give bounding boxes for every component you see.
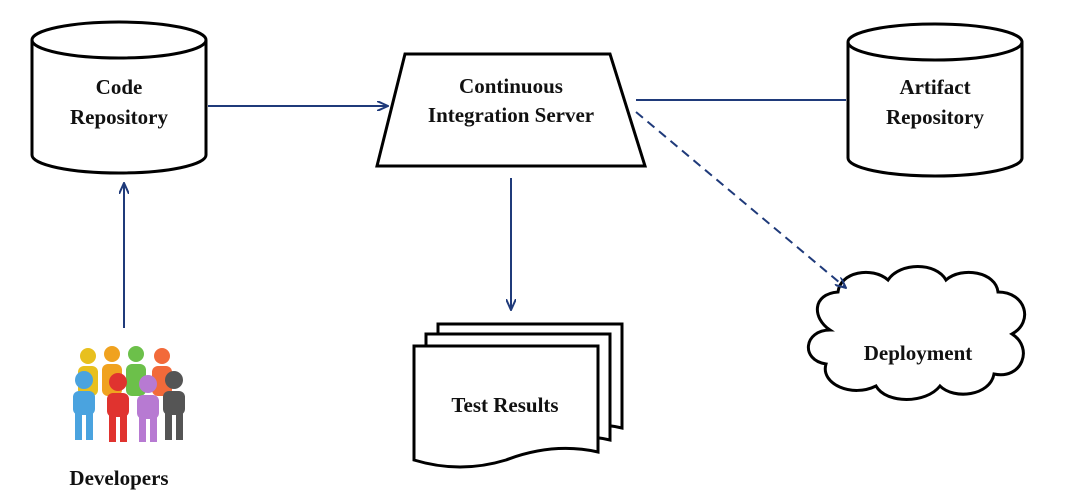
deployment-label: Deployment <box>864 341 973 365</box>
ci-server-label-line1: Continuous <box>459 74 563 98</box>
developers-label: Developers <box>69 466 168 490</box>
code-repository-label-line2: Repository <box>70 105 168 129</box>
test-results-label: Test Results <box>451 393 558 417</box>
deployment-node: Deployment <box>807 265 1027 401</box>
ci-server-node: Continuous Integration Server <box>375 52 648 168</box>
code-repository-node: Code Repository <box>30 20 208 175</box>
ci-server-label-line2: Integration Server <box>428 103 594 127</box>
artifact-repository-node: Artifact Repository <box>846 22 1024 178</box>
developers-people-icon <box>73 346 185 442</box>
code-repository-label-line1: Code <box>96 75 143 99</box>
artifact-repository-label-line2: Repository <box>886 105 984 129</box>
ci-to-deployment-dashed-arrow <box>635 111 846 288</box>
test-results-node: Test Results <box>412 322 624 469</box>
artifact-repository-label-line1: Artifact <box>899 75 970 99</box>
